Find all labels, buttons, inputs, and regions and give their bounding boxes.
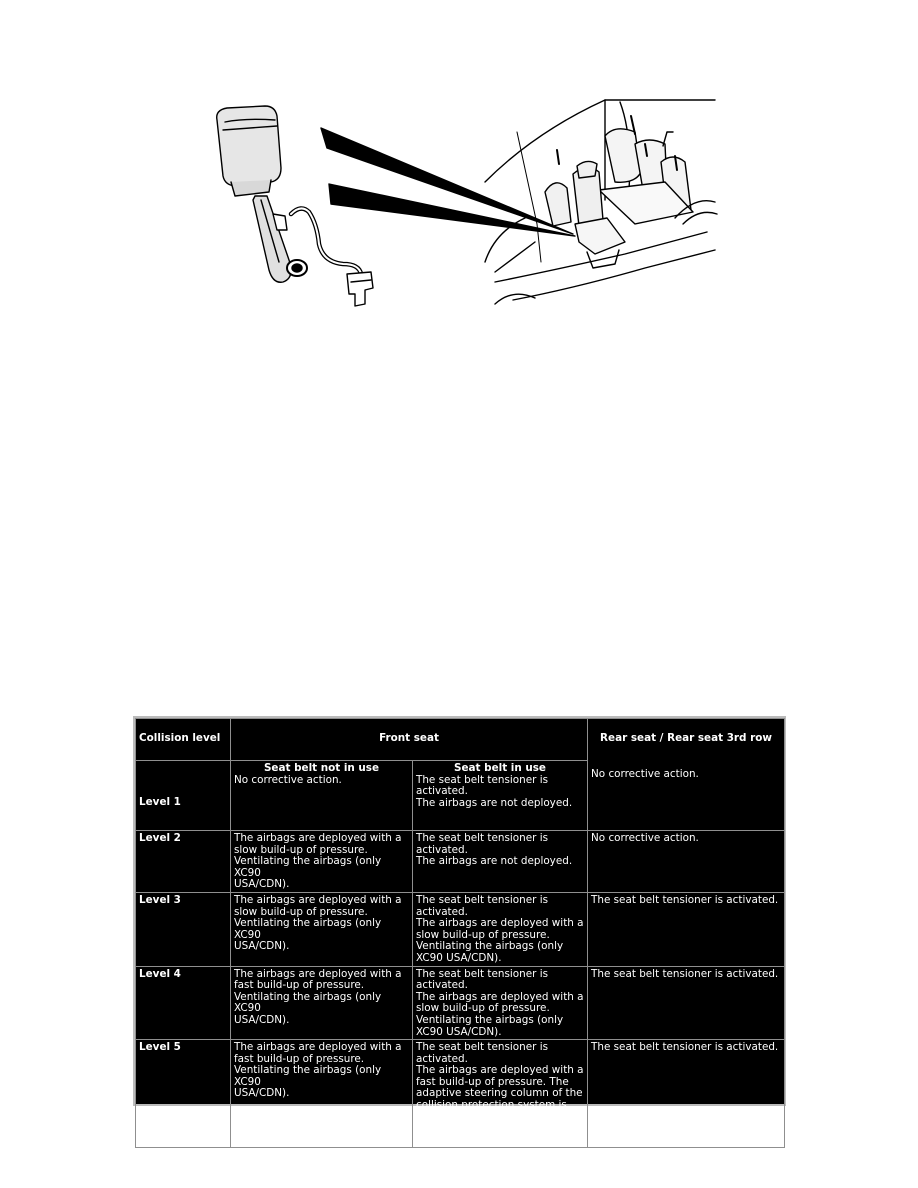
rear-level1: No corrective action. xyxy=(591,767,699,780)
level-2-not-in-use: The airbags are deployed with a slow bui… xyxy=(230,830,413,893)
cell-line: The seat belt tensioner is activated. xyxy=(591,1041,779,1054)
cell-line: No corrective action. xyxy=(591,832,699,844)
cell-line: No corrective action. xyxy=(234,773,342,786)
level-1-not-in-use: Seat belt not in use No corrective actio… xyxy=(230,760,413,831)
cell-line: The airbags are deployed with a xyxy=(234,1041,402,1054)
level-2-rear: No corrective action. xyxy=(587,830,786,893)
cell-line: activated. xyxy=(416,1052,468,1065)
cell-line: The airbags are deployed with a xyxy=(416,1064,584,1077)
level-1-label: Level 1 xyxy=(135,760,231,831)
level-4-rear: The seat belt tensioner is activated. xyxy=(587,965,786,1041)
level-1-in-use: Seat belt in use The seat belt tensioner… xyxy=(411,760,589,831)
cell-line: activated. xyxy=(416,905,468,918)
cell-line: Ventilating the airbags (only XC90 xyxy=(234,855,382,879)
cell-line: USA/CDN). xyxy=(234,1087,290,1100)
cell-line: activated (XC90 USA/CDN only). xyxy=(416,1110,583,1123)
level-3-not-in-use: The airbags are deployed with a slow bui… xyxy=(230,891,413,967)
belt-buckle-icon xyxy=(216,105,374,307)
collision-level-table: Collision level Front seat Rear seat / R… xyxy=(133,716,786,1149)
cell-line: slow build-up of pressure. xyxy=(416,928,550,941)
cell-line: The airbags are not deployed. xyxy=(416,796,573,809)
cell-line: slow build-up of pressure. xyxy=(234,905,368,918)
level-5-not-in-use: The airbags are deployed with a fast bui… xyxy=(230,1039,413,1149)
seat-belt-buckle-sensor-illustration xyxy=(216,99,718,307)
cell-line: USA/CDN). xyxy=(234,878,290,891)
level-4-label: Level 4 xyxy=(135,965,231,1041)
cell-line: Ventilating the airbags (only xyxy=(416,1122,564,1135)
cell-line: collision protection system is xyxy=(416,1099,567,1112)
cell-line: Ventilating the airbags (only XC90 xyxy=(234,917,382,941)
cell-line: The seat belt tensioner is xyxy=(416,893,548,906)
level-4-in-use: The seat belt tensioner is activated. Th… xyxy=(411,965,589,1041)
cell-line: slow build-up of pressure. xyxy=(416,1002,550,1015)
header-front-seat: Front seat xyxy=(229,718,589,761)
cell-line: The airbags are deployed with a xyxy=(234,967,402,980)
cell-line: The seat belt tensioner is xyxy=(416,832,548,844)
cell-line: The seat belt tensioner is activated. xyxy=(591,893,779,906)
header-rear-seat-label: Rear seat / Rear seat 3rd row xyxy=(600,732,772,744)
level-4-not-in-use: The airbags are deployed with a fast bui… xyxy=(230,965,413,1041)
cell-line: fast build-up of pressure. xyxy=(234,1052,365,1065)
cell-line: activated. xyxy=(416,785,468,798)
header-rear-seat: Rear seat / Rear seat 3rd row No correcti… xyxy=(587,718,786,831)
cell-line: activated. xyxy=(416,843,468,856)
pointer-wedge-lower xyxy=(328,183,576,237)
cell-line: adaptive steering column of the xyxy=(416,1087,583,1100)
cell-line: USA/CDN). xyxy=(234,940,290,953)
level-3-label: Level 3 xyxy=(135,891,231,967)
level-3-in-use: The seat belt tensioner is activated. Th… xyxy=(411,891,589,967)
level-5-in-use: The seat belt tensioner is activated. Th… xyxy=(411,1039,589,1149)
level-5-label: Level 5 xyxy=(135,1039,231,1149)
cell-line: Ventilating the airbags (only xyxy=(416,940,564,953)
subheader-belt-in-use: Seat belt in use xyxy=(454,762,546,774)
cell-line: The seat belt tensioner is activated. xyxy=(591,967,779,980)
cell-line: XC90 USA/CDN). xyxy=(416,1133,502,1146)
car-interior-icon xyxy=(484,99,718,305)
cell-line: activated. xyxy=(416,979,468,992)
cell-line: The airbags are deployed with a xyxy=(234,893,402,906)
level-3-rear: The seat belt tensioner is activated. xyxy=(587,891,786,967)
cell-line: The seat belt tensioner is xyxy=(416,1041,548,1054)
pointer-wedge-upper xyxy=(320,127,574,235)
level-2-in-use: The seat belt tensioner is activated. Th… xyxy=(411,830,589,893)
cell-line: The airbags are deployed with a xyxy=(416,990,584,1003)
subheader-belt-not-in-use: Seat belt not in use xyxy=(263,762,380,774)
cell-line: slow build-up of pressure. xyxy=(234,843,368,856)
cell-line: The airbags are not deployed. xyxy=(416,855,573,868)
cell-line: XC90 USA/CDN). xyxy=(416,951,502,964)
level-5-rear: The seat belt tensioner is activated. xyxy=(587,1039,786,1149)
cell-line: Ventilating the airbags (only XC90 xyxy=(234,990,382,1015)
cell-line: fast build-up of pressure. xyxy=(234,979,365,992)
cell-line: The airbags are deployed with a xyxy=(416,917,584,930)
cell-line: Ventilating the airbags (only xyxy=(416,1013,564,1026)
header-collision-level: Collision level xyxy=(135,718,231,761)
cell-line: USA/CDN). xyxy=(234,1013,290,1026)
cell-line: The airbags are deployed with a xyxy=(234,832,402,844)
cell-line: XC90 USA/CDN). xyxy=(416,1025,502,1038)
cell-line: The seat belt tensioner is xyxy=(416,773,548,786)
level-2-label: Level 2 xyxy=(135,830,231,893)
cell-line: Ventilating the airbags (only XC90 xyxy=(234,1064,382,1088)
cell-line: fast build-up of pressure. The xyxy=(416,1075,569,1088)
cell-line: The seat belt tensioner is xyxy=(416,967,548,980)
